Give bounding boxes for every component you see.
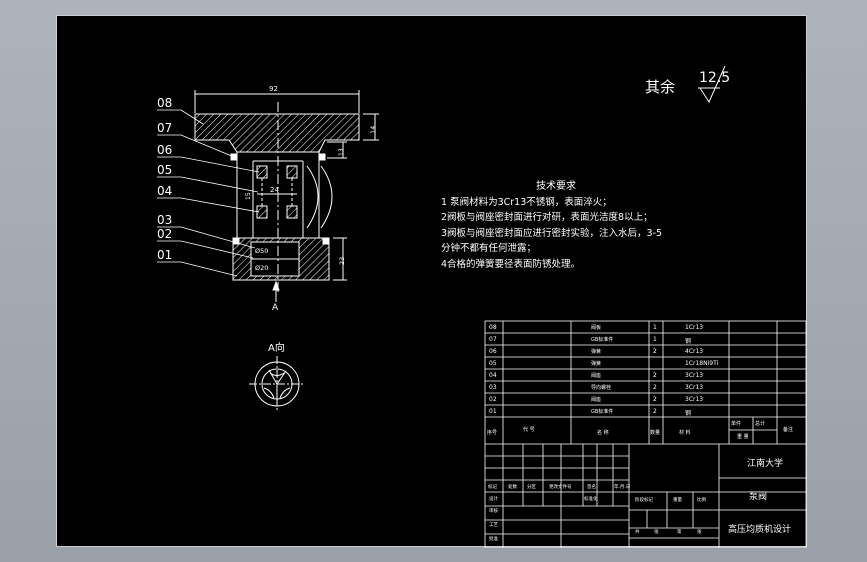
mark-label: 分区 (527, 485, 536, 490)
bom-cell-qty: 2 (653, 348, 657, 355)
dim-dia1: Ø50 (255, 247, 268, 255)
bom-cell-no: 02 (489, 396, 497, 403)
bom-cell-material: 1Cr18Ni9Ti (685, 360, 719, 367)
bom-cell-material: 4Cr13 (685, 348, 704, 355)
bom-cell-qty: 2 (653, 384, 657, 391)
view-arrow-label: A (272, 303, 279, 313)
bom-cell-no: 01 (489, 408, 497, 415)
bom-header-name: 名 称 (597, 430, 609, 436)
bom-cell-name: 弹簧 (591, 361, 602, 367)
sheet-label: 第 (677, 530, 682, 535)
dim-inner: 24 (270, 186, 279, 194)
drawing-name: 泵阀 (749, 492, 768, 502)
part-label-05: 05 (157, 163, 172, 177)
bom-header-unit-w: 单件 (731, 421, 742, 427)
sheet-label: 张 (654, 530, 659, 535)
part-label-01: 01 (157, 248, 172, 262)
bom-cell-qty: 2 (653, 408, 657, 415)
bom-cell-material: 3Cr13 (685, 384, 704, 391)
part-label-06: 06 (157, 143, 172, 157)
bom-header-total-w: 总计 (755, 421, 766, 427)
bom-cell-qty: 2 (653, 372, 657, 379)
bom-cell-name: 阀板 (591, 325, 602, 331)
bom-cell-material: 钢 (685, 410, 692, 417)
bom-cell-no: 06 (489, 348, 497, 355)
sheet-label: 张 (697, 530, 702, 535)
part-labels: 08 07 06 05 04 03 02 01 (157, 96, 172, 262)
role-label: 审核 (489, 509, 498, 514)
tech-title: 技术要求 (536, 181, 576, 192)
bom-cell-no: 03 (489, 384, 497, 391)
dim-side: 15 (245, 192, 252, 200)
view-title: A向 (268, 341, 285, 354)
bom-cell-material: 钢 (685, 338, 692, 345)
bom-cell-qty: 2 (653, 396, 657, 403)
bom-cell-material: 1Cr13 (685, 324, 704, 331)
mark-label: 处数 (508, 485, 517, 490)
bom-header-qty: 数量 (650, 430, 661, 436)
part-label-02: 02 (157, 227, 172, 241)
section-view: 92 14 13 (194, 85, 379, 302)
part-label-04: 04 (157, 184, 172, 198)
dim-width-top: 92 (269, 85, 278, 93)
leader-lines (157, 109, 260, 277)
bom-cell-name: 阀座 (591, 397, 602, 403)
mark-label: 更改文件号 (549, 485, 572, 490)
part-label-07: 07 (157, 121, 172, 135)
bom-cell-name: 导向螺栓 (591, 385, 612, 391)
valve-plate (194, 113, 360, 153)
tech-line: 4合格的弹簧要径表面防锈处理。 (441, 258, 581, 270)
sheet-label: 共 (635, 530, 640, 535)
bom-cell-name: GB标准件 (591, 337, 614, 343)
bom-cell-qty: 1 (653, 336, 657, 343)
part-label-03: 03 (157, 213, 172, 227)
dim-t2: 13 (338, 148, 345, 156)
a-direction-view (249, 356, 305, 412)
surface-finish-prefix: 其余 (645, 78, 675, 96)
bom-cell-name: 阀座 (591, 373, 602, 379)
surface-finish-symbol: 其余 12.5 (645, 65, 730, 104)
bom-cell-no: 08 (489, 324, 497, 331)
role-label: 工艺 (489, 523, 498, 528)
bom-header-no: 序号 (487, 430, 498, 436)
tech-line: 2阀板与阀座密封面进行对研，表面光洁度8以上； (441, 212, 653, 223)
bom-header-note: 备注 (783, 427, 794, 433)
mark-label: 标记 (488, 485, 497, 490)
mark-label: 年.月.日 (614, 485, 631, 490)
project-name: 高压均质机设计 (728, 525, 792, 535)
bom-cell-no: 07 (489, 336, 497, 343)
bom-header-weight: 重 量 (737, 434, 749, 440)
surface-finish-value: 12.5 (699, 70, 730, 86)
tech-requirements: 技术要求 1 泵阀材料为3Cr13不锈钢，表面淬火； 2阀板与阀座密封面进行对研… (441, 179, 671, 272)
bom-header-material: 材 料 (679, 430, 691, 436)
mark-label: 签名 (587, 485, 596, 490)
stage-label: 比例 (697, 498, 706, 503)
dim-dia2: Ø20 (255, 264, 268, 272)
role-label: 设计 (489, 497, 498, 502)
school-name: 江南大学 (747, 459, 784, 469)
stage-label: 重量 (673, 498, 682, 503)
stage-label: 阶段标记 (635, 498, 653, 503)
role-label: 标准化 (584, 497, 598, 502)
bom-cell-material: 3Cr13 (685, 372, 704, 379)
role-label: 批准 (489, 537, 498, 542)
bom-cell-no: 04 (489, 372, 497, 379)
bom-cell-material: 3Cr13 (685, 396, 704, 403)
bom-table-grid (484, 320, 807, 548)
tech-line: 3阀板与阀座密封面应进行密封实验，注入水后，3-5分钟不都有任何泄露； (441, 227, 663, 255)
bom-cell-no: 05 (489, 360, 497, 367)
bom-cell-name: 弹簧 (591, 349, 602, 355)
bom-header-code: 代 号 (523, 427, 535, 433)
part-label-08: 08 (157, 96, 172, 110)
dim-bottom: 23 (338, 257, 346, 265)
drawing-sheet: 其余 12.5 92 14 (56, 15, 807, 548)
drawing-canvas: 其余 12.5 92 14 (157, 65, 807, 548)
dim-t1: 14 (369, 126, 377, 134)
bom-cell-name: GB标准件 (591, 409, 614, 415)
bom-cell-qty: 1 (653, 324, 657, 331)
tech-line: 1 泵阀材料为3Cr13不锈钢，表面淬火； (441, 196, 612, 208)
